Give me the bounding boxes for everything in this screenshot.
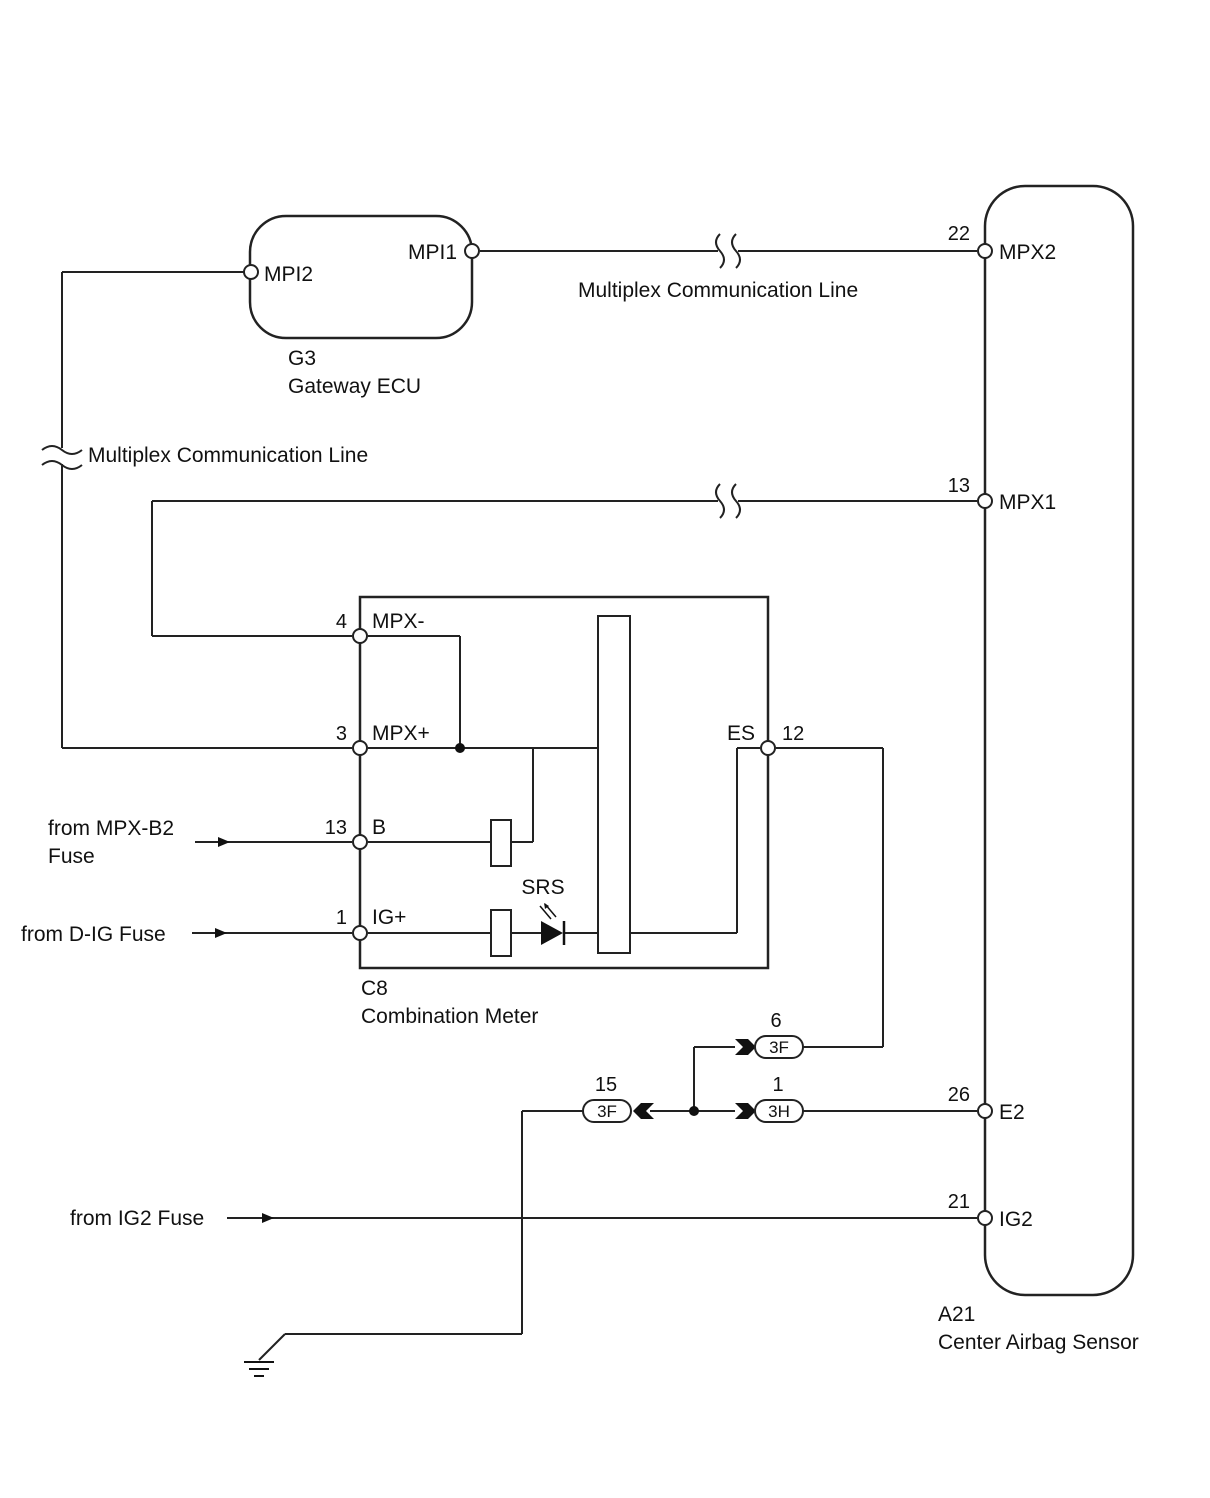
ground-icon xyxy=(244,1361,274,1377)
airbag-code: A21 xyxy=(938,1303,975,1326)
splice-dot-ground xyxy=(689,1106,699,1116)
pin-mpi2-label: MPI2 xyxy=(264,263,313,286)
connector-15-number: 15 xyxy=(595,1074,617,1096)
comm-line-left-label: Multiplex Communication Line xyxy=(88,444,368,467)
wire-break-symbols xyxy=(41,233,741,519)
pin-e2-number: 26 xyxy=(948,1084,970,1106)
meter-name: Combination Meter xyxy=(361,1005,538,1028)
srs-led-icon xyxy=(539,903,566,945)
connector-15-code: 3F xyxy=(597,1102,617,1121)
pin-mpx2-number: 22 xyxy=(948,223,970,245)
gateway-name: Gateway ECU xyxy=(288,375,421,398)
from-dig-label: from D-IG Fuse xyxy=(21,923,166,946)
srs-label: SRS xyxy=(521,876,564,899)
pin-mpx-plus-name: MPX+ xyxy=(372,722,430,745)
connector-6-code: 3F xyxy=(769,1038,789,1057)
pin-ig-plus-name: IG+ xyxy=(372,906,406,929)
from-ig2-label: from IG2 Fuse xyxy=(70,1207,204,1230)
terminals xyxy=(243,243,993,1226)
pin-mpx-minus-name: MPX- xyxy=(372,610,425,633)
combination-meter-box xyxy=(358,595,770,970)
pin-ig-plus-number: 1 xyxy=(336,907,347,929)
pin-es-name: ES xyxy=(727,722,755,745)
connector-6-number: 6 xyxy=(770,1010,781,1032)
connector-3f-15 xyxy=(582,1099,632,1123)
pin-mpx-minus-number: 4 xyxy=(336,611,347,633)
resistor-b xyxy=(490,819,512,867)
fuse-label: Fuse xyxy=(48,845,95,868)
pin-b-name: B xyxy=(372,816,386,839)
pin-e2-name: E2 xyxy=(999,1101,1025,1124)
pin-ig2-name: IG2 xyxy=(999,1208,1033,1231)
splice-dot-mpx xyxy=(455,743,465,753)
pin-mpx-plus-number: 3 xyxy=(336,723,347,745)
airbag-sensor-box xyxy=(983,184,1135,1297)
pin-mpx1-name: MPX1 xyxy=(999,491,1056,514)
airbag-name: Center Airbag Sensor xyxy=(938,1331,1139,1354)
pin-b-number: 13 xyxy=(325,817,347,839)
connector-chevrons xyxy=(633,1039,756,1119)
connector-1-code: 3H xyxy=(768,1102,790,1121)
pin-mpx1-number: 13 xyxy=(948,475,970,497)
wires xyxy=(61,250,977,1361)
arrow-b-icon xyxy=(218,837,230,847)
meter-ic-block xyxy=(597,615,631,954)
pin-ig2-number: 21 xyxy=(948,1191,970,1213)
arrow-dig-icon xyxy=(215,928,227,938)
connector-3h-1 xyxy=(754,1099,804,1123)
pin-mpi1-label: MPI1 xyxy=(408,241,457,264)
connector-1-number: 1 xyxy=(772,1074,783,1096)
pin-es-number: 12 xyxy=(782,723,804,745)
from-mpx-b2-label: from MPX-B2 xyxy=(48,817,174,840)
arrow-ig2-icon xyxy=(262,1213,274,1223)
meter-code: C8 xyxy=(361,977,388,1000)
comm-line-top-label: Multiplex Communication Line xyxy=(578,279,858,302)
connector-3f-6 xyxy=(754,1035,804,1059)
pin-mpx2-name: MPX2 xyxy=(999,241,1056,264)
gateway-code: G3 xyxy=(288,347,316,370)
resistor-ig xyxy=(490,909,512,957)
